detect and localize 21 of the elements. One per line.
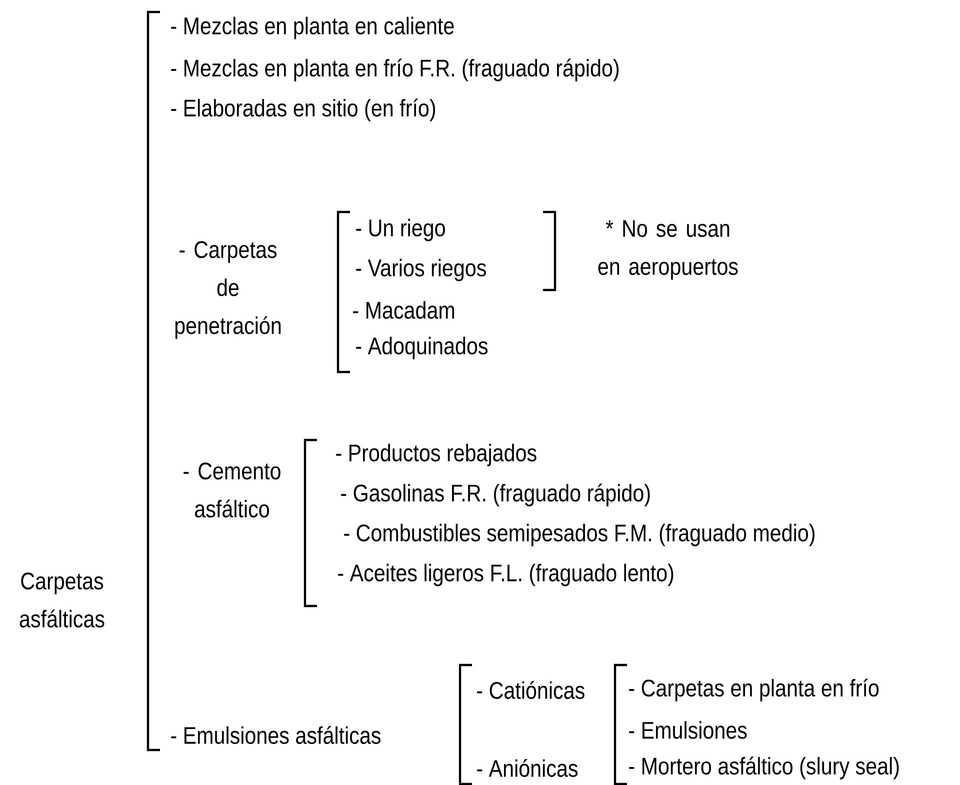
label: - Combustibles semipesados F.M. (fraguado medio)	[344, 524, 814, 546]
label: - Mortero asfáltico (slury seal)	[629, 756, 899, 780]
label: - Aniónicas	[477, 759, 578, 777]
label: - Macadam	[353, 301, 454, 319]
label: - Emulsiones	[629, 721, 747, 739]
label: Carpetas asfálticas	[20, 572, 104, 628]
label: - Gasolinas F.R. (fraguado rápido)	[341, 484, 650, 506]
label: - Adoquinados	[356, 336, 488, 360]
label: - Catiónicas	[477, 681, 584, 699]
label: - Carpetas de penetración	[175, 241, 281, 339]
label: - Mezclas en planta en caliente	[171, 16, 454, 40]
label: - Mezclas en planta en frío F.R. (fraguado rápido)	[171, 58, 619, 82]
label: - Elaboradas en sitio (en frío)	[171, 98, 436, 122]
label: - Cemento asfáltico	[184, 462, 280, 518]
label: - Productos rebajados	[336, 444, 536, 466]
label: * No se usan en aeropuertos	[598, 220, 738, 280]
label: - Varios riegos	[356, 258, 486, 282]
label: - Emulsiones asfálticas	[171, 726, 380, 744]
label: - Aceites ligeros F.L. (fraguado lento)	[338, 564, 674, 586]
label: - Un riego	[356, 218, 445, 242]
label: - Carpetas en planta en frío	[629, 678, 879, 702]
